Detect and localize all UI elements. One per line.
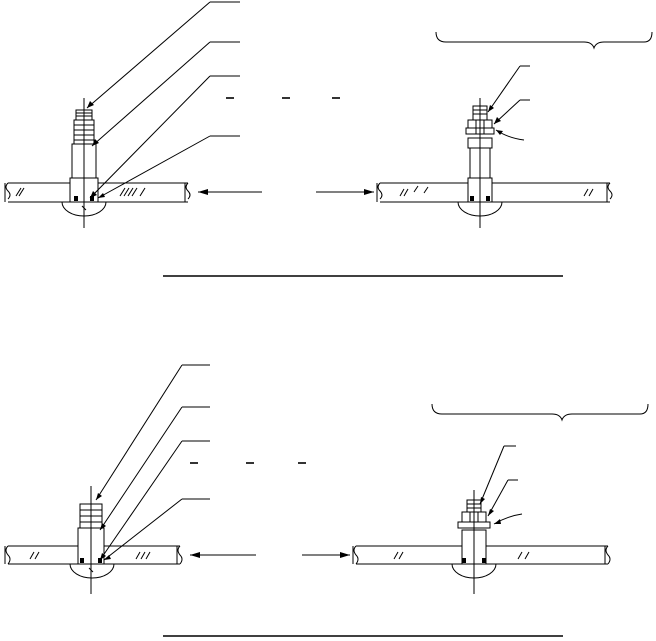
leaders-right-top bbox=[487, 65, 530, 141]
leaders-right-bottom bbox=[479, 445, 523, 525]
leaders-left-bottom bbox=[95, 364, 306, 561]
panel-top bbox=[4, 1, 653, 277]
plate-right-top bbox=[376, 182, 613, 203]
arrows-bottom bbox=[190, 552, 350, 558]
hatch-left-bottom bbox=[29, 551, 151, 560]
brace-bottom bbox=[431, 403, 649, 422]
hatch-left-top bbox=[15, 187, 146, 197]
hatch-right-top bbox=[399, 185, 594, 197]
stud-right-bottom bbox=[451, 490, 497, 594]
brace-top bbox=[435, 31, 653, 50]
stud-left-top bbox=[61, 98, 107, 228]
stud-right-top bbox=[457, 98, 503, 228]
leaders-left-top bbox=[86, 1, 340, 199]
stud-left-bottom bbox=[69, 486, 115, 594]
arrows-top bbox=[198, 189, 374, 195]
panel-bottom bbox=[4, 364, 649, 637]
hatch-right-bottom bbox=[393, 551, 530, 560]
